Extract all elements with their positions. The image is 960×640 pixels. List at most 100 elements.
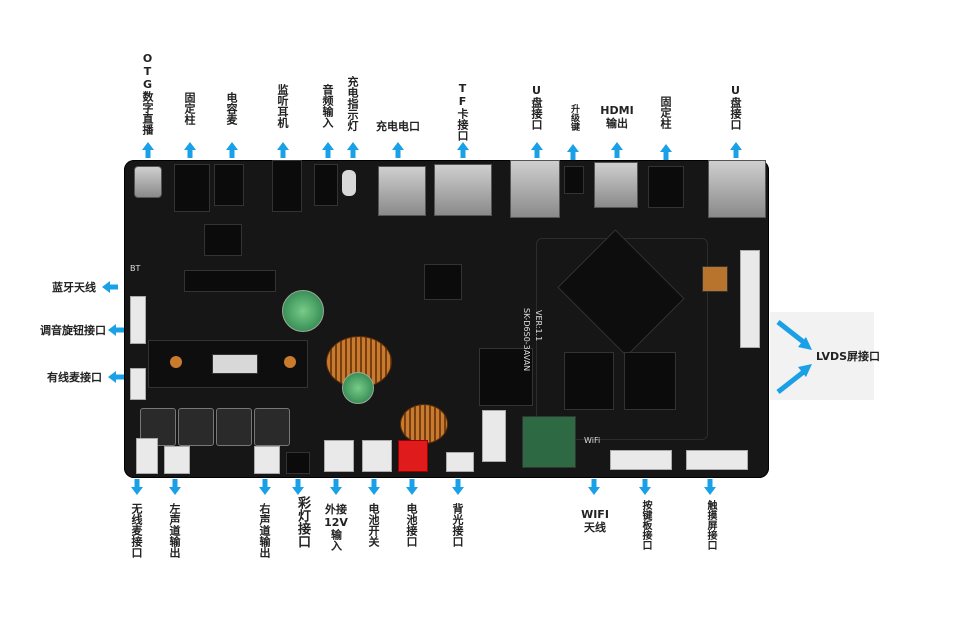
- arrow-volume-knob: [108, 324, 124, 336]
- arrow-tf-card: [457, 142, 469, 158]
- wired-mic-connector: [130, 368, 146, 400]
- arrow-battery-port: [406, 479, 418, 495]
- label-ext-12v-line2: 12V: [324, 516, 348, 529]
- wireless-mic-connector: [136, 438, 158, 474]
- label-volume-knob: 调音旋钮接口: [40, 324, 106, 337]
- arrow-usb-left: [531, 142, 543, 158]
- arrow-color-light: [292, 479, 304, 495]
- label-upgrade-key: 升级键: [569, 104, 579, 131]
- arrow-charge-indicator: [347, 142, 359, 158]
- inductor-4: [254, 408, 290, 446]
- arrow-usb-right: [730, 142, 742, 158]
- aux-connector: [482, 410, 506, 462]
- pmic-chip: [424, 264, 462, 300]
- label-charging-port: 充电电口: [376, 120, 420, 133]
- label-keypad: 按键板接口: [640, 500, 651, 550]
- label-fixed-post-right: 固定柱: [659, 96, 672, 129]
- arrow-charging-port: [392, 142, 404, 158]
- arrow-right-channel: [259, 479, 271, 495]
- arrow-ext-12v: [330, 479, 342, 495]
- label-color-light: 彩灯接口: [295, 496, 310, 548]
- label-left-channel: 左声道输出: [168, 503, 181, 558]
- battery-connector: [398, 440, 428, 472]
- arrow-hdmi: [611, 142, 623, 158]
- label-fixed-post-left: 固定柱: [183, 92, 196, 125]
- label-wifi: WIFI 天线: [578, 508, 612, 534]
- shield-pad: [702, 266, 728, 292]
- inductor-3: [216, 408, 252, 446]
- label-ext-12v-line1: 外接: [325, 503, 347, 516]
- arrow-touch: [704, 479, 716, 495]
- usb-port-left: [510, 160, 560, 218]
- arrow-left-channel: [169, 479, 181, 495]
- arrow-battery-switch: [368, 479, 380, 495]
- arrow-monitor-headphone: [277, 142, 289, 158]
- label-backlight: 背光接口: [451, 503, 464, 547]
- pad-left: [170, 356, 182, 368]
- arrow-lvds-upper: [776, 320, 812, 350]
- fixed-post-right: [648, 166, 684, 208]
- arrow-bluetooth: [102, 281, 118, 293]
- circuit-board: SK-D6S0-3AVAN VER:1.1 BT WiFi: [124, 160, 769, 478]
- charge-led: [342, 170, 356, 196]
- label-monitor-headphone: 监听耳机: [276, 84, 289, 128]
- arrow-wired-mic: [108, 371, 124, 383]
- board-model-text: SK-D6S0-3AVAN: [522, 308, 531, 372]
- label-usb-left: U盘接口: [530, 84, 543, 130]
- battery-switch-connector: [362, 440, 392, 472]
- bt-mark: BT: [130, 264, 141, 273]
- label-hdmi: HDMI输出: [600, 104, 634, 130]
- tf-card-slot: [434, 164, 492, 216]
- wifi-mark: WiFi: [584, 436, 601, 445]
- arrow-wireless-mic: [131, 479, 143, 495]
- arrow-keypad: [639, 479, 651, 495]
- toroid-inductor-2: [400, 404, 448, 444]
- label-lvds: LVDS屏接口: [816, 350, 881, 363]
- label-audio-input: 音频输入: [321, 84, 334, 128]
- lvds-connector: [740, 250, 760, 348]
- label-wifi-line2: 天线: [584, 521, 606, 534]
- emmc-chip: [479, 348, 533, 406]
- otg-usb-c-port: [134, 166, 162, 198]
- arrow-condenser-mic: [226, 142, 238, 158]
- driver-chip: [184, 270, 276, 292]
- label-tf-card: TF卡接口: [456, 82, 469, 141]
- upgrade-button: [564, 166, 584, 194]
- codec-chip: [204, 224, 242, 256]
- label-wired-mic: 有线麦接口: [47, 371, 102, 384]
- electrolytic-cap-2: [342, 372, 374, 404]
- wifi-module: [522, 416, 576, 468]
- ram-chip-1: [564, 352, 614, 410]
- ext-12v-connector: [324, 440, 354, 472]
- label-wireless-mic: 无线麦接口: [130, 503, 143, 558]
- arrow-lvds-lower: [776, 364, 812, 394]
- usb-port-right: [708, 160, 766, 218]
- label-ext-12v-line3: 输入: [329, 529, 343, 551]
- mic-jack: [214, 164, 244, 206]
- audio-input-jack: [314, 164, 338, 206]
- board-version-text: VER:1.1: [534, 310, 543, 342]
- ram-chip-2: [624, 352, 676, 410]
- label-touch: 触摸屏接口: [705, 500, 716, 550]
- label-right-channel: 右声道输出: [258, 503, 271, 558]
- left-channel-connector: [164, 446, 190, 474]
- arrow-audio-input: [322, 142, 334, 158]
- label-battery-port: 电池接口: [405, 503, 418, 547]
- pad-right: [284, 356, 296, 368]
- amp-chip: [212, 354, 258, 374]
- label-charge-indicator: 充电指示灯: [346, 76, 359, 131]
- arrow-fixed-post-right: [660, 144, 672, 160]
- arrow-upgrade-key: [567, 144, 579, 160]
- backlight-connector: [446, 452, 474, 472]
- arrow-wifi: [588, 479, 600, 495]
- arrow-otg: [142, 142, 154, 158]
- label-wifi-line1: WIFI: [581, 508, 609, 521]
- label-usb-right: U盘接口: [729, 84, 742, 130]
- arrow-backlight: [452, 479, 464, 495]
- touch-connector: [686, 450, 748, 470]
- volume-knob-connector: [130, 296, 146, 344]
- fixed-post-left: [174, 164, 210, 212]
- right-channel-connector: [254, 446, 280, 474]
- color-light-connector: [286, 452, 310, 474]
